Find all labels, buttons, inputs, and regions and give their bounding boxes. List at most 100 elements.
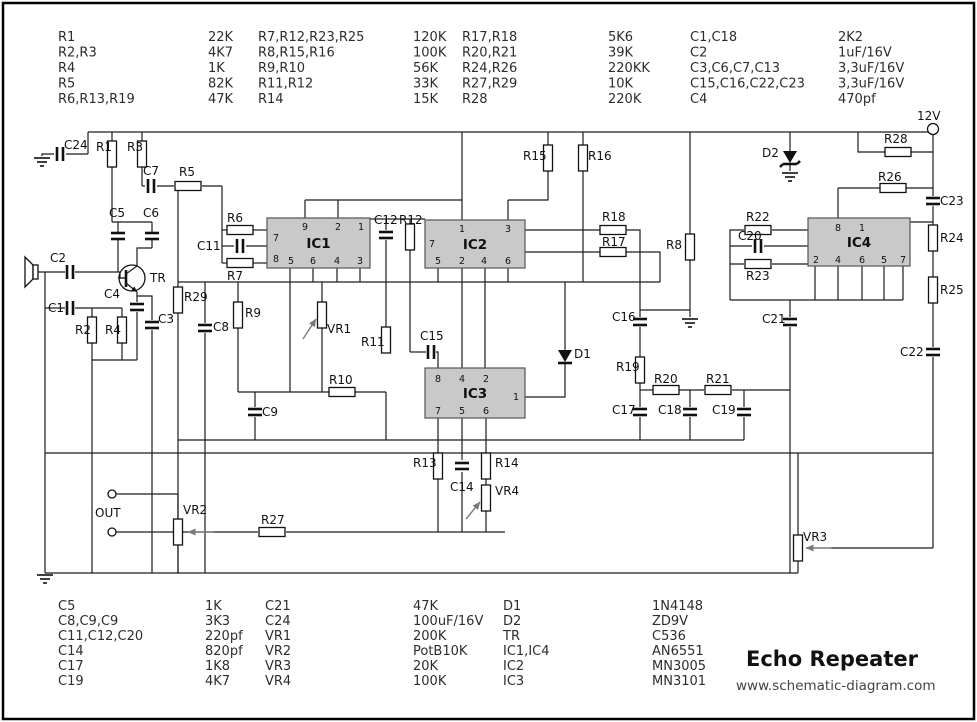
component-label: C5 <box>109 206 125 220</box>
component-label: R6 <box>227 211 243 225</box>
resistor-R16 <box>577 144 589 172</box>
wire <box>436 351 439 368</box>
resistor-R1 <box>106 140 118 168</box>
resistor-R15 <box>542 144 554 172</box>
pin-number: 4 <box>334 256 340 267</box>
component-label: R13 <box>413 456 437 470</box>
part-label: C14 <box>58 644 84 659</box>
resistor-R17 <box>599 246 627 258</box>
pin-number: 1 <box>459 224 465 235</box>
resistor-R2 <box>86 316 98 344</box>
component-label: C15 <box>420 329 444 343</box>
capacitor-C23 <box>926 196 940 206</box>
resistor-R11 <box>380 326 392 354</box>
website-url: www.schematic-diagram.com <box>736 678 936 694</box>
part-label: C24 <box>265 614 291 629</box>
capacitor-C21 <box>783 317 797 327</box>
resistor-R22 <box>744 224 772 236</box>
part-value: 82K <box>208 77 234 92</box>
part-label: VR1 <box>265 629 291 644</box>
component-label: R11 <box>361 335 385 349</box>
part-label: TR <box>502 629 520 644</box>
component-label: C24 <box>64 138 88 152</box>
component-label: VR3 <box>803 530 827 544</box>
pin-number: 8 <box>835 223 841 234</box>
part-label: R1 <box>58 30 75 45</box>
part-value: 39K <box>608 46 634 61</box>
pin-number: 7 <box>900 255 906 266</box>
component-label: C19 <box>712 403 736 417</box>
part-label: R4 <box>58 61 75 76</box>
component-label: VR1 <box>327 322 351 336</box>
pin-number: 5 <box>459 406 465 417</box>
pin-number: 8 <box>273 254 279 265</box>
component-label: C22 <box>900 345 924 359</box>
resistor-R7 <box>226 257 254 269</box>
component-label: D1 <box>574 347 591 361</box>
resistor-R25 <box>927 276 939 304</box>
resistor-R26 <box>879 182 907 194</box>
pin-number: 9 <box>302 222 308 233</box>
part-value: 3,3uF/16V <box>838 77 904 92</box>
pin-number: 5 <box>881 255 887 266</box>
resistor-R18 <box>599 224 627 236</box>
pin-number: 2 <box>335 222 341 233</box>
part-value: 220pf <box>205 629 243 644</box>
wire <box>508 171 549 201</box>
component-label: C8 <box>213 320 229 334</box>
component-label: TR <box>149 271 166 285</box>
capacitor-C12 <box>379 230 393 240</box>
part-label: R17,R18 <box>462 30 517 45</box>
part-label: VR3 <box>265 659 291 674</box>
part-label: R2,R3 <box>58 46 97 61</box>
pin-number: 6 <box>310 256 316 267</box>
wire <box>857 132 885 153</box>
ground-icon <box>682 318 698 328</box>
pin-number: 7 <box>273 233 279 244</box>
pin-number: 4 <box>481 256 487 267</box>
part-value: MN3005 <box>652 659 706 674</box>
part-value: 470pf <box>838 92 876 107</box>
wire <box>626 229 641 317</box>
component-label: C7 <box>143 164 159 178</box>
resistor-R8 <box>684 233 696 261</box>
pin-number: 8 <box>435 374 441 385</box>
capacitor-C4 <box>130 302 144 312</box>
component-label: D2 <box>762 146 779 160</box>
component-label: C17 <box>612 403 636 417</box>
part-label: C17 <box>58 659 84 674</box>
part-value: 20K <box>413 659 439 674</box>
part-label: IC3 <box>503 674 524 689</box>
resistor-R21 <box>704 384 732 396</box>
component-label: R8 <box>666 238 682 252</box>
microphone-icon <box>24 255 39 289</box>
component-label: R24 <box>940 231 964 245</box>
pin-number: 1 <box>358 222 364 233</box>
ground-icon <box>782 172 798 182</box>
part-label: C1,C18 <box>690 30 737 45</box>
part-label: R11,R12 <box>258 77 313 92</box>
component-label: R12 <box>399 213 423 227</box>
component-label: C9 <box>262 405 278 419</box>
part-value: 2K2 <box>838 30 863 45</box>
pin-number: 2 <box>459 256 465 267</box>
pin-number: 2 <box>483 374 489 385</box>
part-value: 4K7 <box>205 674 230 689</box>
part-label: C15,C16,C22,C23 <box>690 77 805 92</box>
part-value: 22K <box>208 30 234 45</box>
component-label: R23 <box>746 269 770 283</box>
part-value: 56K <box>413 61 439 76</box>
part-value: 3K3 <box>205 614 230 629</box>
capacitor-C22 <box>926 347 940 357</box>
part-label: D1 <box>503 599 521 614</box>
component-label: R28 <box>884 132 908 146</box>
capacitor-C18 <box>683 407 697 417</box>
capacitor-C2 <box>65 265 75 279</box>
part-value: 47K <box>413 599 439 614</box>
component-label: R27 <box>261 513 285 527</box>
part-label: C19 <box>58 674 84 689</box>
